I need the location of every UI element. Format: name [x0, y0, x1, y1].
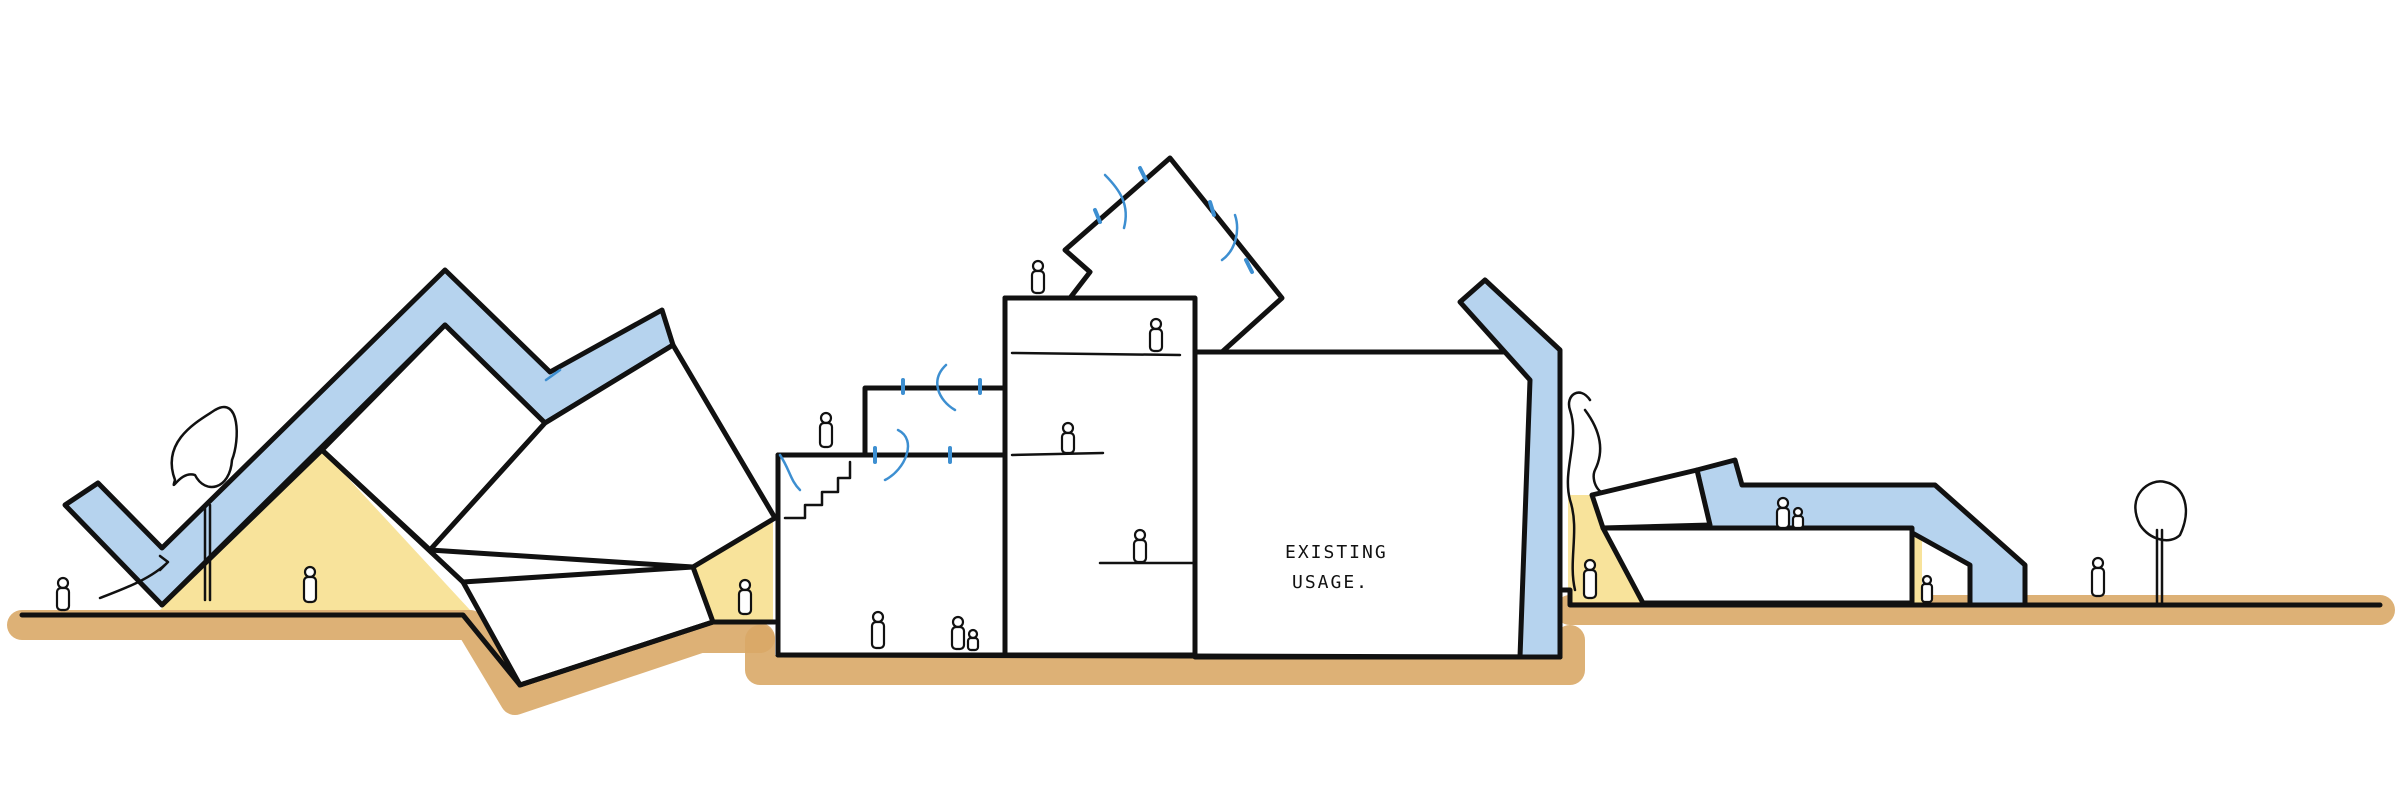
people: [55, 259, 2106, 652]
blue-joint-mark: [544, 368, 562, 382]
floor-line-upper: [1010, 351, 1182, 357]
person-roof-step: [818, 411, 834, 449]
person-right-under: [1920, 574, 1934, 604]
person-basement-1: [870, 610, 886, 650]
entry-arrow: [98, 554, 170, 600]
person-right-vine: [1582, 558, 1598, 600]
slope-line: [159, 447, 466, 608]
ground-band-basement: [745, 625, 1585, 685]
existing-usage-label-line2: USAGE.: [1292, 572, 1369, 593]
airflow-arrows: [778, 173, 1239, 492]
person-left-2: [302, 565, 318, 604]
ground-band-left: [7, 610, 775, 715]
existing-usage-block: [1192, 349, 1563, 660]
ground-line-left: [19, 612, 778, 688]
stepped-block-low: [775, 385, 1008, 658]
tower-shaft: [1002, 295, 1198, 658]
person-basement-2: [950, 615, 966, 651]
blue-wall-right: [1457, 277, 1563, 660]
floor-line-mid: [1010, 451, 1105, 457]
person-basement-3: [966, 628, 980, 652]
person-tower-floor-1: [1148, 317, 1164, 353]
person-right-roof-2: [1791, 506, 1805, 530]
person-right-roof-1: [1775, 496, 1791, 530]
person-tower-floor-3: [1132, 528, 1148, 564]
yellow-wedge-left: [160, 450, 470, 610]
ground-line-right: [1557, 587, 2383, 608]
existing-usage-label-line1: EXISTING: [1285, 542, 1388, 563]
yellow-wedge-mid: [693, 520, 773, 622]
interior-stair: [783, 460, 852, 520]
right-wedge: [1589, 467, 1713, 531]
person-mid-1: [737, 578, 753, 616]
tree-right: [2134, 480, 2188, 605]
right-block: [1600, 525, 1915, 606]
person-right-ground: [2090, 556, 2106, 598]
person-left-1: [55, 576, 71, 612]
climbing-vine: [1566, 391, 1612, 592]
person-tower-top: [1030, 259, 1046, 295]
ground-line-basement: [775, 652, 1563, 660]
person-tower-floor-2: [1060, 421, 1076, 455]
ventilation-ticks: [873, 166, 1254, 464]
tree-left: [170, 405, 238, 602]
tilted-block-lower: [427, 342, 778, 570]
